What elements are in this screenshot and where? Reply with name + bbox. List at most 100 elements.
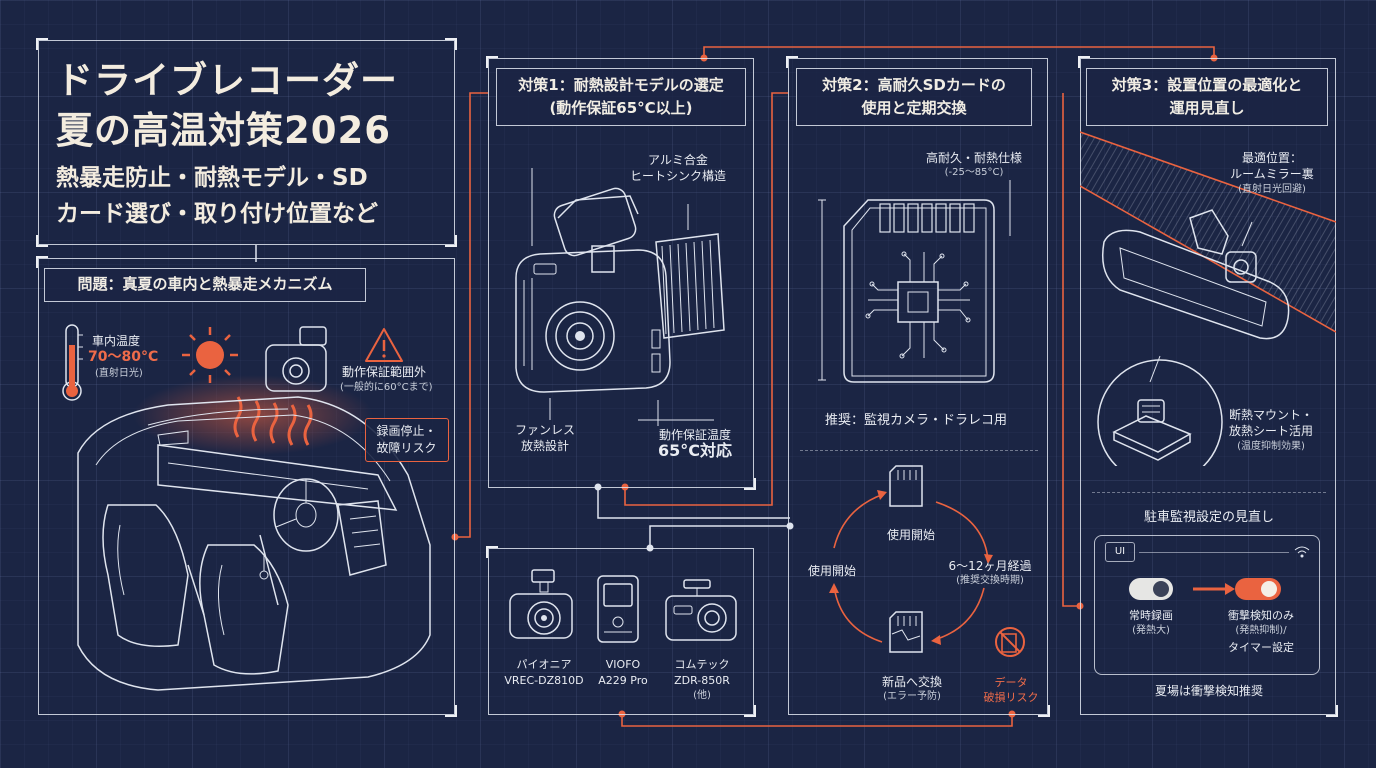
position-label-1: 最適位置：	[1241, 151, 1302, 165]
data-risk-label-2: 破損リスク	[983, 691, 1039, 704]
fanless-label-2: 放熱設計	[520, 439, 569, 453]
fanless-label-1: ファンレス	[514, 423, 575, 437]
car-interior-illustration	[77, 396, 431, 691]
risk-line-2: 故障リスク	[376, 441, 437, 455]
model-2-maker: VIOFO	[605, 658, 641, 671]
risk-callout: 録画停止・ 故障リスク	[365, 418, 449, 462]
data-risk-icon	[995, 627, 1025, 657]
corner-mark	[445, 705, 457, 717]
mount-label-3: (温度抑制効果)	[1237, 441, 1305, 452]
impact-note: (発熱抑制)/	[1235, 625, 1287, 636]
corner-mark	[786, 56, 798, 68]
parking-title: 駐車監視設定の見直し	[1143, 510, 1274, 525]
dashcam-icon	[265, 326, 327, 392]
model-3-note: (他)	[693, 690, 711, 701]
sd-card-broken-icon	[889, 611, 923, 653]
corner-mark	[744, 478, 756, 490]
corner-mark	[36, 256, 48, 268]
thermometer-icon	[62, 324, 83, 401]
measure2-header-line-1: 対策2：高耐久SDカードの	[822, 76, 1006, 94]
cycle-replace-label: 新品へ交換	[881, 675, 942, 689]
corner-mark	[445, 235, 457, 247]
toggle-knob	[1153, 581, 1169, 597]
cycle-period-label: 6〜12ヶ月経過	[948, 559, 1032, 573]
position-label-2: ルームミラー裏	[1230, 167, 1314, 181]
problem-header: 問題：真夏の車内と熱暴走メカニズム	[44, 268, 366, 302]
measure3-header-line-2: 運用見直し	[1169, 99, 1245, 117]
sd-card-small-icon	[889, 465, 923, 507]
corner-mark	[445, 38, 457, 50]
continuous-note: (発熱大)	[1132, 625, 1170, 636]
measure3-header-line-1: 対策3：設置位置の最適化と	[1111, 76, 1303, 94]
impact-detection-toggle[interactable]	[1235, 578, 1281, 600]
divider	[1092, 492, 1326, 493]
continuous-recording-toggle[interactable]	[1129, 578, 1173, 600]
model-3-name: ZDR-850R	[674, 674, 730, 687]
warning-icon	[365, 328, 403, 362]
divider	[800, 450, 1038, 451]
title-frame	[38, 40, 455, 245]
corner-mark	[486, 546, 498, 558]
comtec-camera-icon	[665, 579, 737, 641]
corner-mark	[486, 56, 498, 68]
corner-mark	[1038, 705, 1050, 717]
wifi-icon	[1294, 546, 1310, 558]
ui-tab: UI	[1105, 542, 1135, 562]
model-1-maker: パイオニア	[516, 658, 572, 671]
heatsink-label-1: アルミ合金	[648, 153, 708, 167]
model-1-name: VREC-DZ810D	[504, 674, 584, 687]
corner-mark	[1326, 705, 1338, 717]
toggle-knob	[1261, 581, 1277, 597]
impact-label: 衝撃検知のみ	[1228, 609, 1294, 622]
model-icons	[509, 569, 737, 643]
viofo-camera-icon	[597, 575, 639, 643]
cycle-start-top: 使用開始	[886, 528, 935, 542]
mount-label-2: 放熱シート活用	[1228, 424, 1313, 438]
spec-label: 動作保証範囲外	[342, 365, 427, 379]
dashcam-heatsink-illustration	[515, 168, 725, 426]
heatsink-label-2: ヒートシンク構造	[629, 169, 726, 183]
cycle-start-left: 使用開始	[807, 564, 856, 578]
corner-mark	[36, 235, 48, 247]
subtitle-line-1: 熱暴走防止・耐熱モデル・SD	[56, 165, 368, 191]
ui-topbar-line	[1139, 552, 1289, 553]
corner-mark	[744, 705, 756, 717]
measure1-header: 対策1：耐熱設計モデルの選定 (動作保証65°C以上)	[496, 68, 746, 126]
parking-settings-ui: UI 常時録画 (発熱大) 衝撃検知のみ (発熱抑制)/ タイマー設定	[1094, 535, 1320, 675]
sd-spec-range: (-25〜85°C)	[944, 167, 1004, 178]
measure3-header: 対策3：設置位置の最適化と 運用見直し	[1086, 68, 1328, 126]
measure3-panel	[1080, 58, 1336, 715]
ui-label: UI	[1114, 546, 1126, 557]
model-2-name: A229 Pro	[598, 674, 648, 687]
sd-card-illustration	[818, 180, 1011, 383]
risk-line-1: 録画停止・	[376, 424, 437, 438]
measure1-panel	[488, 58, 754, 488]
page-title: ドライブレコーダー 夏の高温対策2026 熱暴走防止・耐熱モデル・SD カード選…	[56, 56, 448, 232]
cycle-replace-note: (エラー予防)	[883, 691, 941, 702]
corner-mark	[1078, 56, 1090, 68]
sd-spec-label: 高耐久・耐熱仕様	[925, 151, 1022, 165]
data-risk-label-1: データ	[994, 676, 1028, 689]
position-label-3: (直射日光回避)	[1238, 184, 1306, 195]
temp-label: 車内温度	[92, 334, 141, 348]
problem-illustration	[62, 324, 431, 691]
op-temp-value: 65°C対応	[657, 441, 732, 460]
mount-label-1: 断熱マウント・	[1228, 408, 1313, 422]
sd-replacement-cycle	[829, 465, 1025, 657]
cycle-period-note: (推奨交換時期)	[956, 575, 1024, 586]
measure1-header-line-1: 対策1：耐熱設計モデルの選定	[518, 76, 724, 94]
sun-icon	[182, 327, 238, 383]
temp-note: (直射日光)	[95, 368, 143, 379]
problem-panel	[38, 258, 455, 715]
mount-closeup	[1097, 359, 1223, 466]
op-temp-label: 動作保証温度	[658, 428, 731, 442]
models-panel	[488, 548, 754, 715]
spec-note: (一般的に60°Cまで)	[340, 382, 433, 393]
timer-label: タイマー設定	[1228, 641, 1294, 654]
measure2-header: 対策2：高耐久SDカードの 使用と定期交換	[796, 68, 1032, 126]
measure1-header-line-2: (動作保証65°C以上)	[549, 99, 693, 117]
pioneer-camera-icon	[509, 569, 573, 639]
corner-mark	[36, 38, 48, 50]
continuous-label: 常時録画	[1129, 609, 1173, 622]
